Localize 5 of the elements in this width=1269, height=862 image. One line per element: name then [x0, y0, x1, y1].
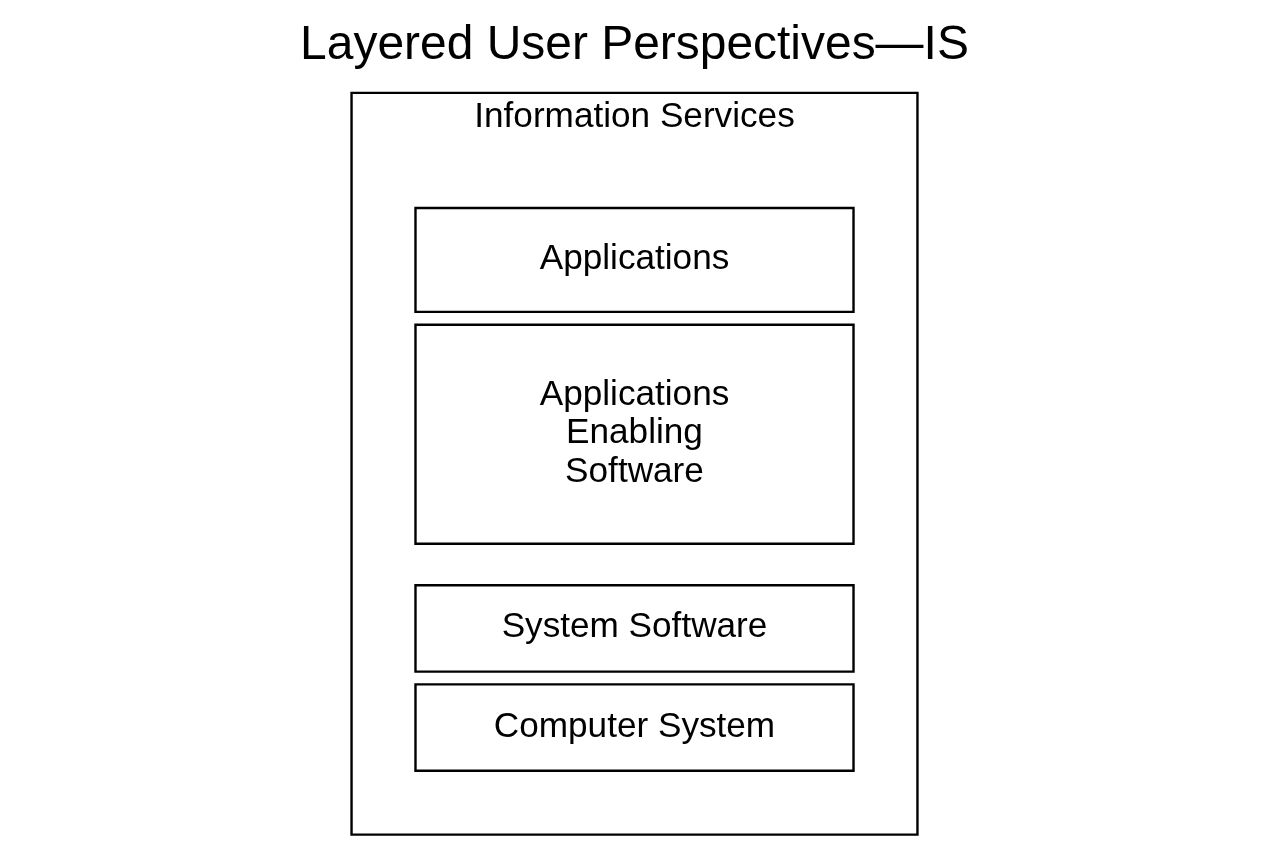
node-box: Applications Enabling Software [414, 323, 855, 545]
node-box: Computer System [414, 683, 855, 772]
node-box: System Software [414, 584, 855, 673]
diagram-title: Layered User Perspectives—IS [300, 16, 969, 70]
node-box: Applications [414, 206, 855, 314]
